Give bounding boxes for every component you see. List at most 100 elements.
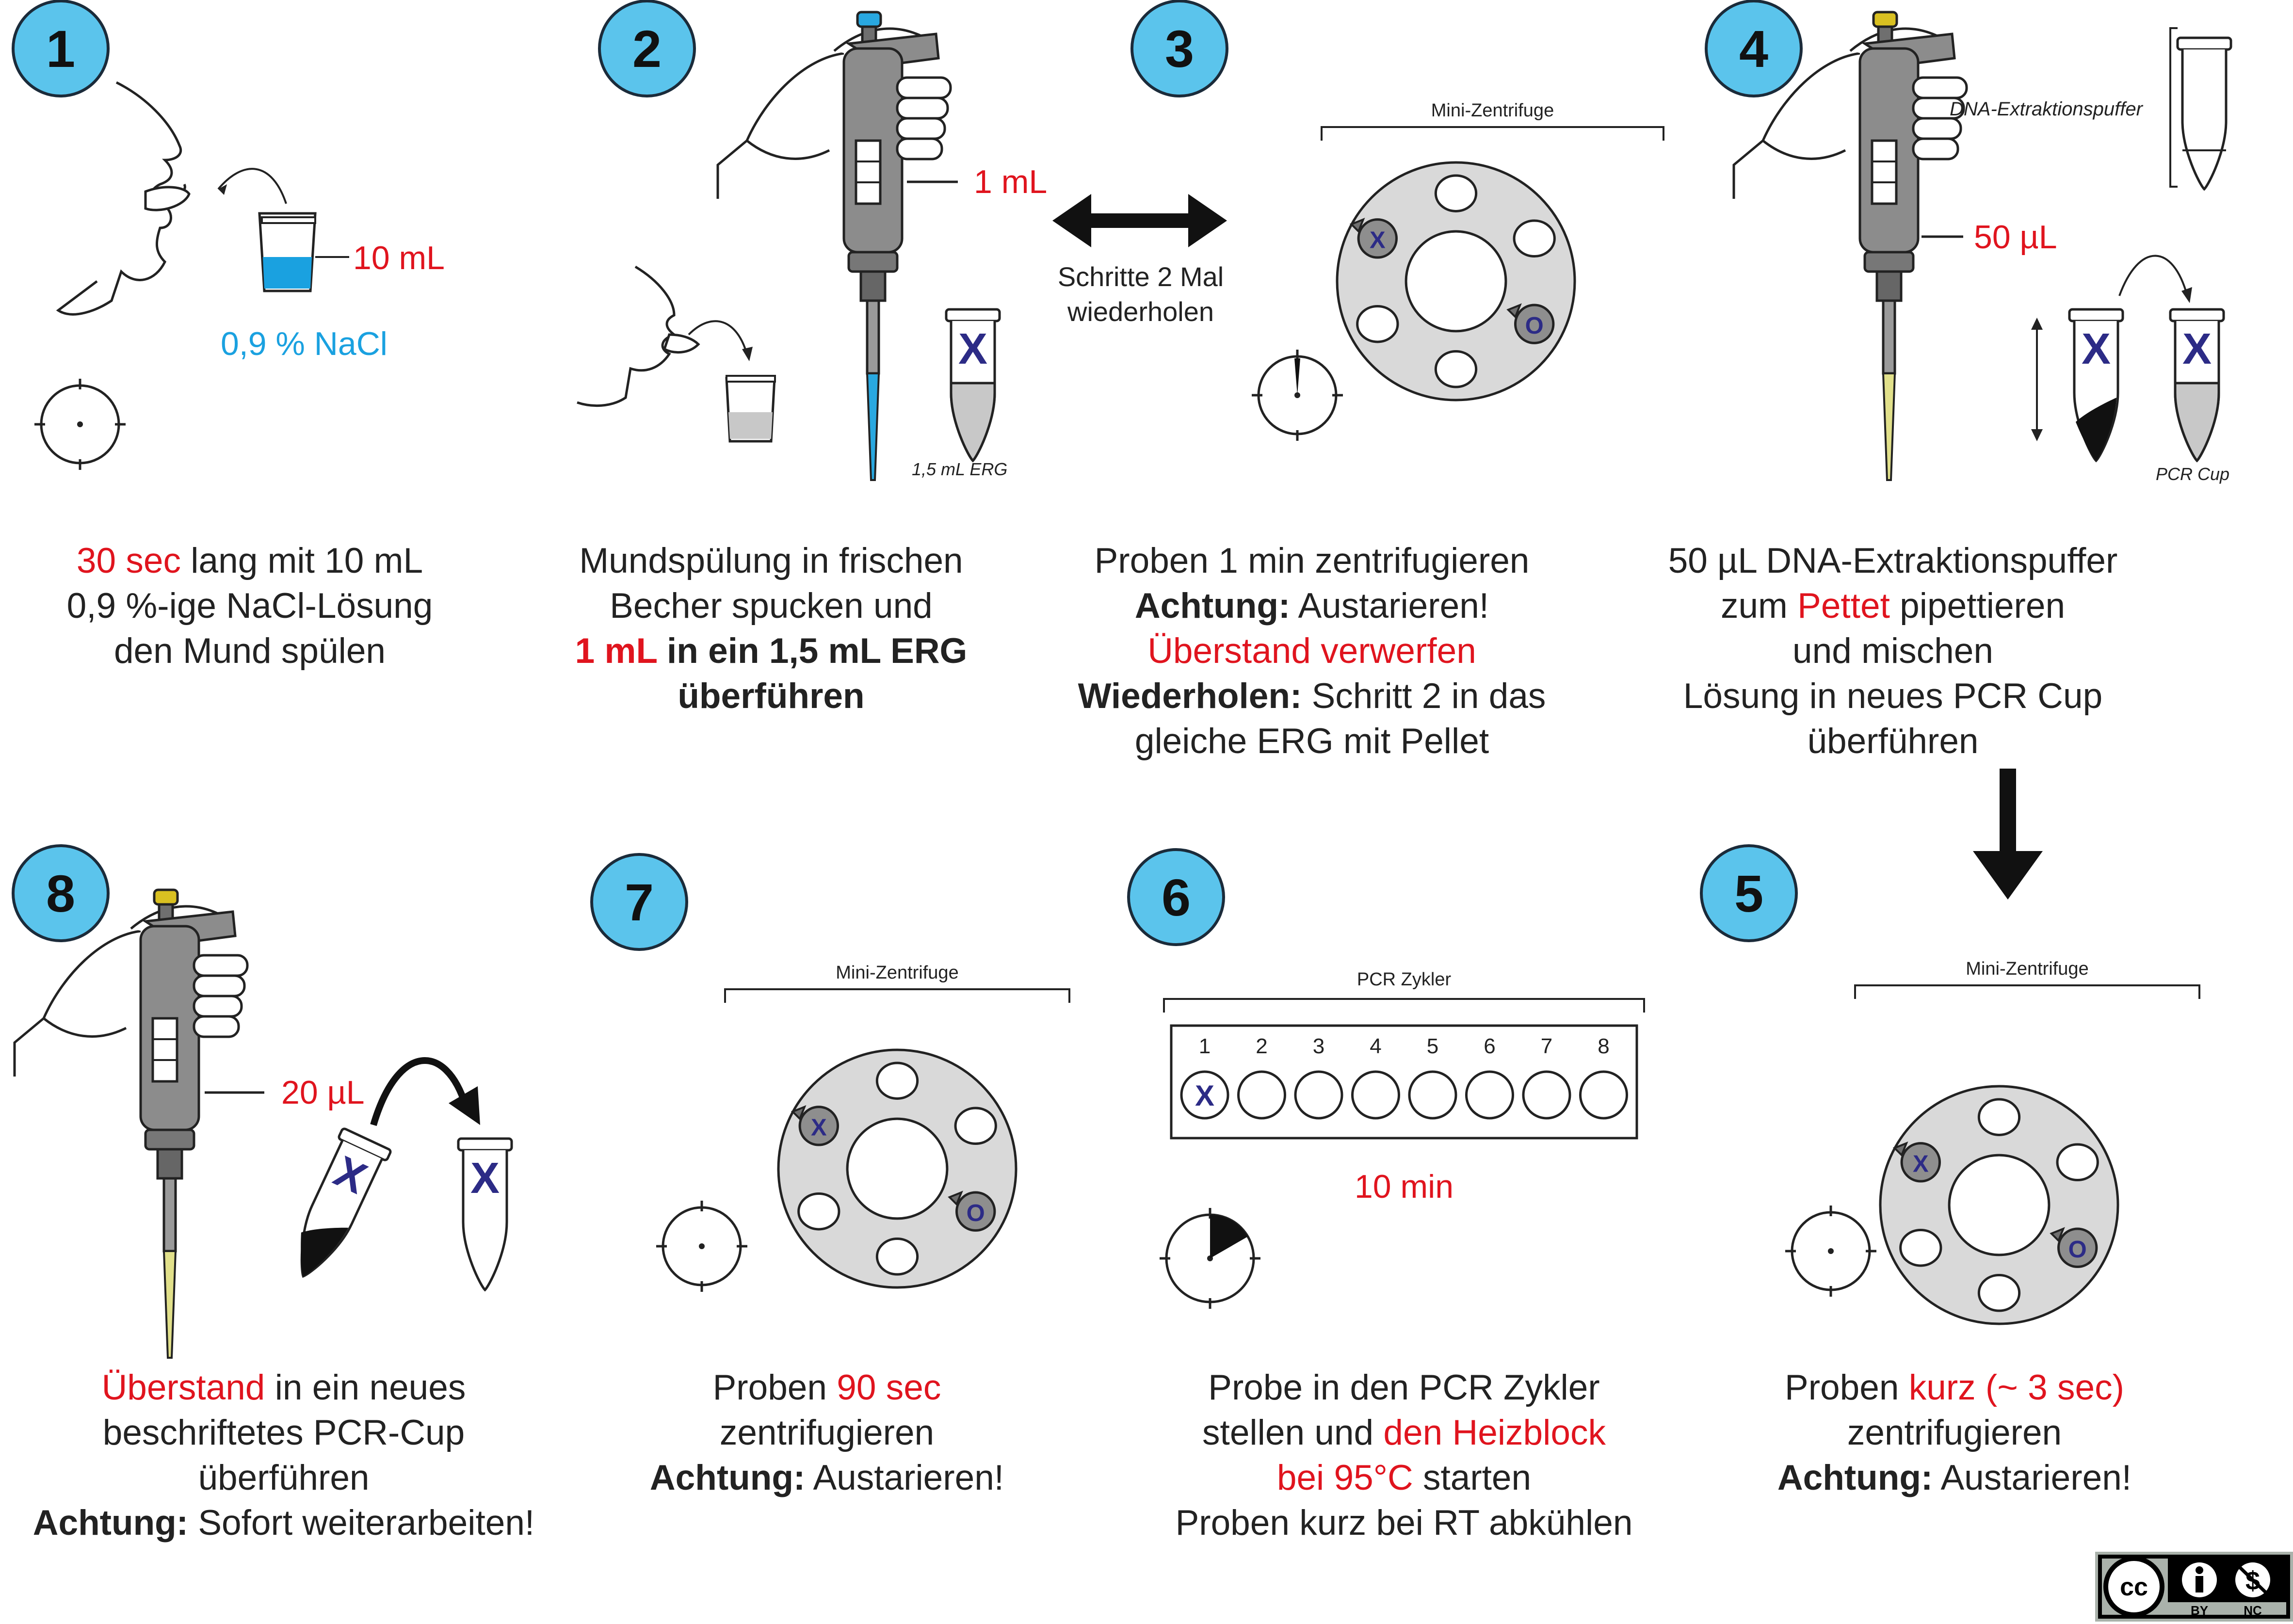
rotor-tube-slot	[1357, 218, 1398, 259]
caption-line: 30 sec lang mit 10 mL	[0, 538, 541, 583]
pipette-ejector	[144, 1128, 195, 1151]
step-number: 3	[1165, 19, 1194, 78]
caption-segment: 50 µL DNA-Extraktionspuffer	[1668, 541, 2118, 580]
caption-segment: Achtung:	[32, 1503, 189, 1543]
device-label: Mini-Zentrifuge	[836, 963, 958, 983]
device-label: Mini-Zentrifuge	[1431, 100, 1554, 121]
caption-line: den Mund spülen	[0, 628, 541, 674]
caption-segment: den Mund spülen	[113, 631, 386, 671]
arrow-head	[2031, 318, 2043, 330]
mouth-rinse-icon	[56, 81, 349, 316]
beaker-rim	[726, 375, 776, 383]
tube-cap-tab	[1349, 218, 1365, 233]
rotor-center	[1405, 230, 1507, 333]
caption-segment: Proben 1 min zentrifugieren	[1094, 541, 1530, 580]
hand-finger	[896, 137, 943, 161]
well-number: 3	[1313, 1034, 1324, 1058]
caption-line: Achtung: Austarieren!	[1663, 1455, 2245, 1500]
device-bracket	[1321, 126, 1664, 141]
caption-segment: in ein 1,5 mL ERG	[657, 631, 968, 671]
caption-segment: Proben	[1785, 1368, 1909, 1407]
volume-label: 50 µL	[1974, 219, 2057, 256]
caption-segment: in ein neues	[265, 1368, 466, 1407]
caption-segment: Lösung in neues PCR Cup	[1683, 676, 2103, 716]
caption-line: zum Pettet pipettieren	[1602, 583, 2184, 628]
beaker-icon	[258, 212, 317, 292]
caption-line: 0,9 %-ige NaCl-Lösung	[0, 583, 541, 628]
tube-pellet	[2076, 398, 2116, 461]
caption-segment: 30 sec	[76, 541, 181, 580]
caption-segment: starten	[1413, 1458, 1532, 1497]
caption-segment: Wiederholen:	[1078, 676, 1302, 716]
volume-label: 20 µL	[281, 1074, 365, 1111]
caption-segment: stellen und	[1202, 1413, 1384, 1452]
time-label: 10 min	[1355, 1168, 1453, 1205]
caption-line: überführen	[480, 674, 1062, 719]
tube-body	[2181, 49, 2228, 191]
caption-segment: Achtung:	[1777, 1458, 1933, 1497]
step-badge-8: 8	[12, 844, 110, 942]
tube-mark: X	[958, 325, 987, 373]
caption-segment: Austarieren!	[1933, 1458, 2132, 1497]
rotor-tube-slot	[1900, 1142, 1941, 1183]
rotor-empty-slot	[1977, 1098, 2021, 1136]
tube-icon: X	[2068, 308, 2124, 463]
pcr-well	[1180, 1070, 1229, 1120]
caption-segment: pipettieren	[1889, 586, 2066, 626]
tube-cap-tab	[948, 1190, 963, 1206]
caption-segment: 90 sec	[837, 1368, 941, 1407]
pipette-tip	[866, 372, 880, 481]
buffer-label: DNA-Extraktionspuffer	[1950, 98, 2144, 120]
hand-finger	[193, 995, 243, 1018]
device-bracket	[1854, 984, 2200, 999]
face-outline	[577, 265, 677, 407]
pipette-shaft	[859, 270, 887, 302]
pipette-shaft	[156, 1148, 183, 1180]
pipette-display	[151, 1017, 178, 1083]
tube-cap	[2068, 308, 2124, 322]
caption-line: 50 µL DNA-Extraktionspuffer	[1602, 538, 2184, 583]
timer-center	[699, 1243, 705, 1249]
timer-center	[77, 421, 83, 427]
well-number: 1	[1199, 1034, 1211, 1058]
double-arrow	[1052, 194, 1227, 247]
caption-segment: Überstand	[101, 1368, 265, 1407]
caption-line: überführen	[0, 1455, 575, 1500]
caption-segment: zum	[1720, 586, 1798, 626]
timer-center	[1828, 1248, 1834, 1254]
beaker-liquid	[263, 257, 312, 289]
caption-line: zentrifugieren	[536, 1410, 1118, 1455]
caption-segment: Achtung:	[649, 1458, 806, 1497]
caption-segment: 1 mL	[575, 631, 657, 671]
pcr-well	[1408, 1070, 1457, 1120]
timer-icon	[1252, 350, 1343, 441]
step-badge-1: 1	[12, 0, 110, 97]
tube-mark: X	[1195, 1079, 1214, 1112]
caption-segment: bei 95°C	[1276, 1458, 1413, 1497]
caption-line: Überstand verwerfen	[1021, 628, 1603, 674]
step-badge-7: 7	[590, 853, 688, 951]
pipette-icon	[1732, 11, 1968, 481]
caption-segment: gleiche ERG mit Pellet	[1134, 722, 1489, 761]
pipette-ejector	[847, 251, 899, 273]
arrow-head	[2181, 287, 2192, 303]
caption-line: Proben 90 sec	[536, 1365, 1118, 1410]
step-badge-2: 2	[598, 0, 696, 97]
pipette-knob	[153, 888, 179, 906]
caption-segment: Schritt 2 in das	[1302, 676, 1546, 716]
tube-mark: O	[1525, 313, 1544, 339]
mouth	[144, 186, 191, 211]
well-number: 2	[1256, 1034, 1267, 1058]
rotor-empty-slot	[1434, 350, 1478, 388]
repeat-note: Schritte 2 Mal	[1058, 261, 1224, 292]
caption-segment: kurz (~ 3 sec)	[1908, 1368, 2124, 1407]
tube-icon: X	[2169, 308, 2225, 463]
